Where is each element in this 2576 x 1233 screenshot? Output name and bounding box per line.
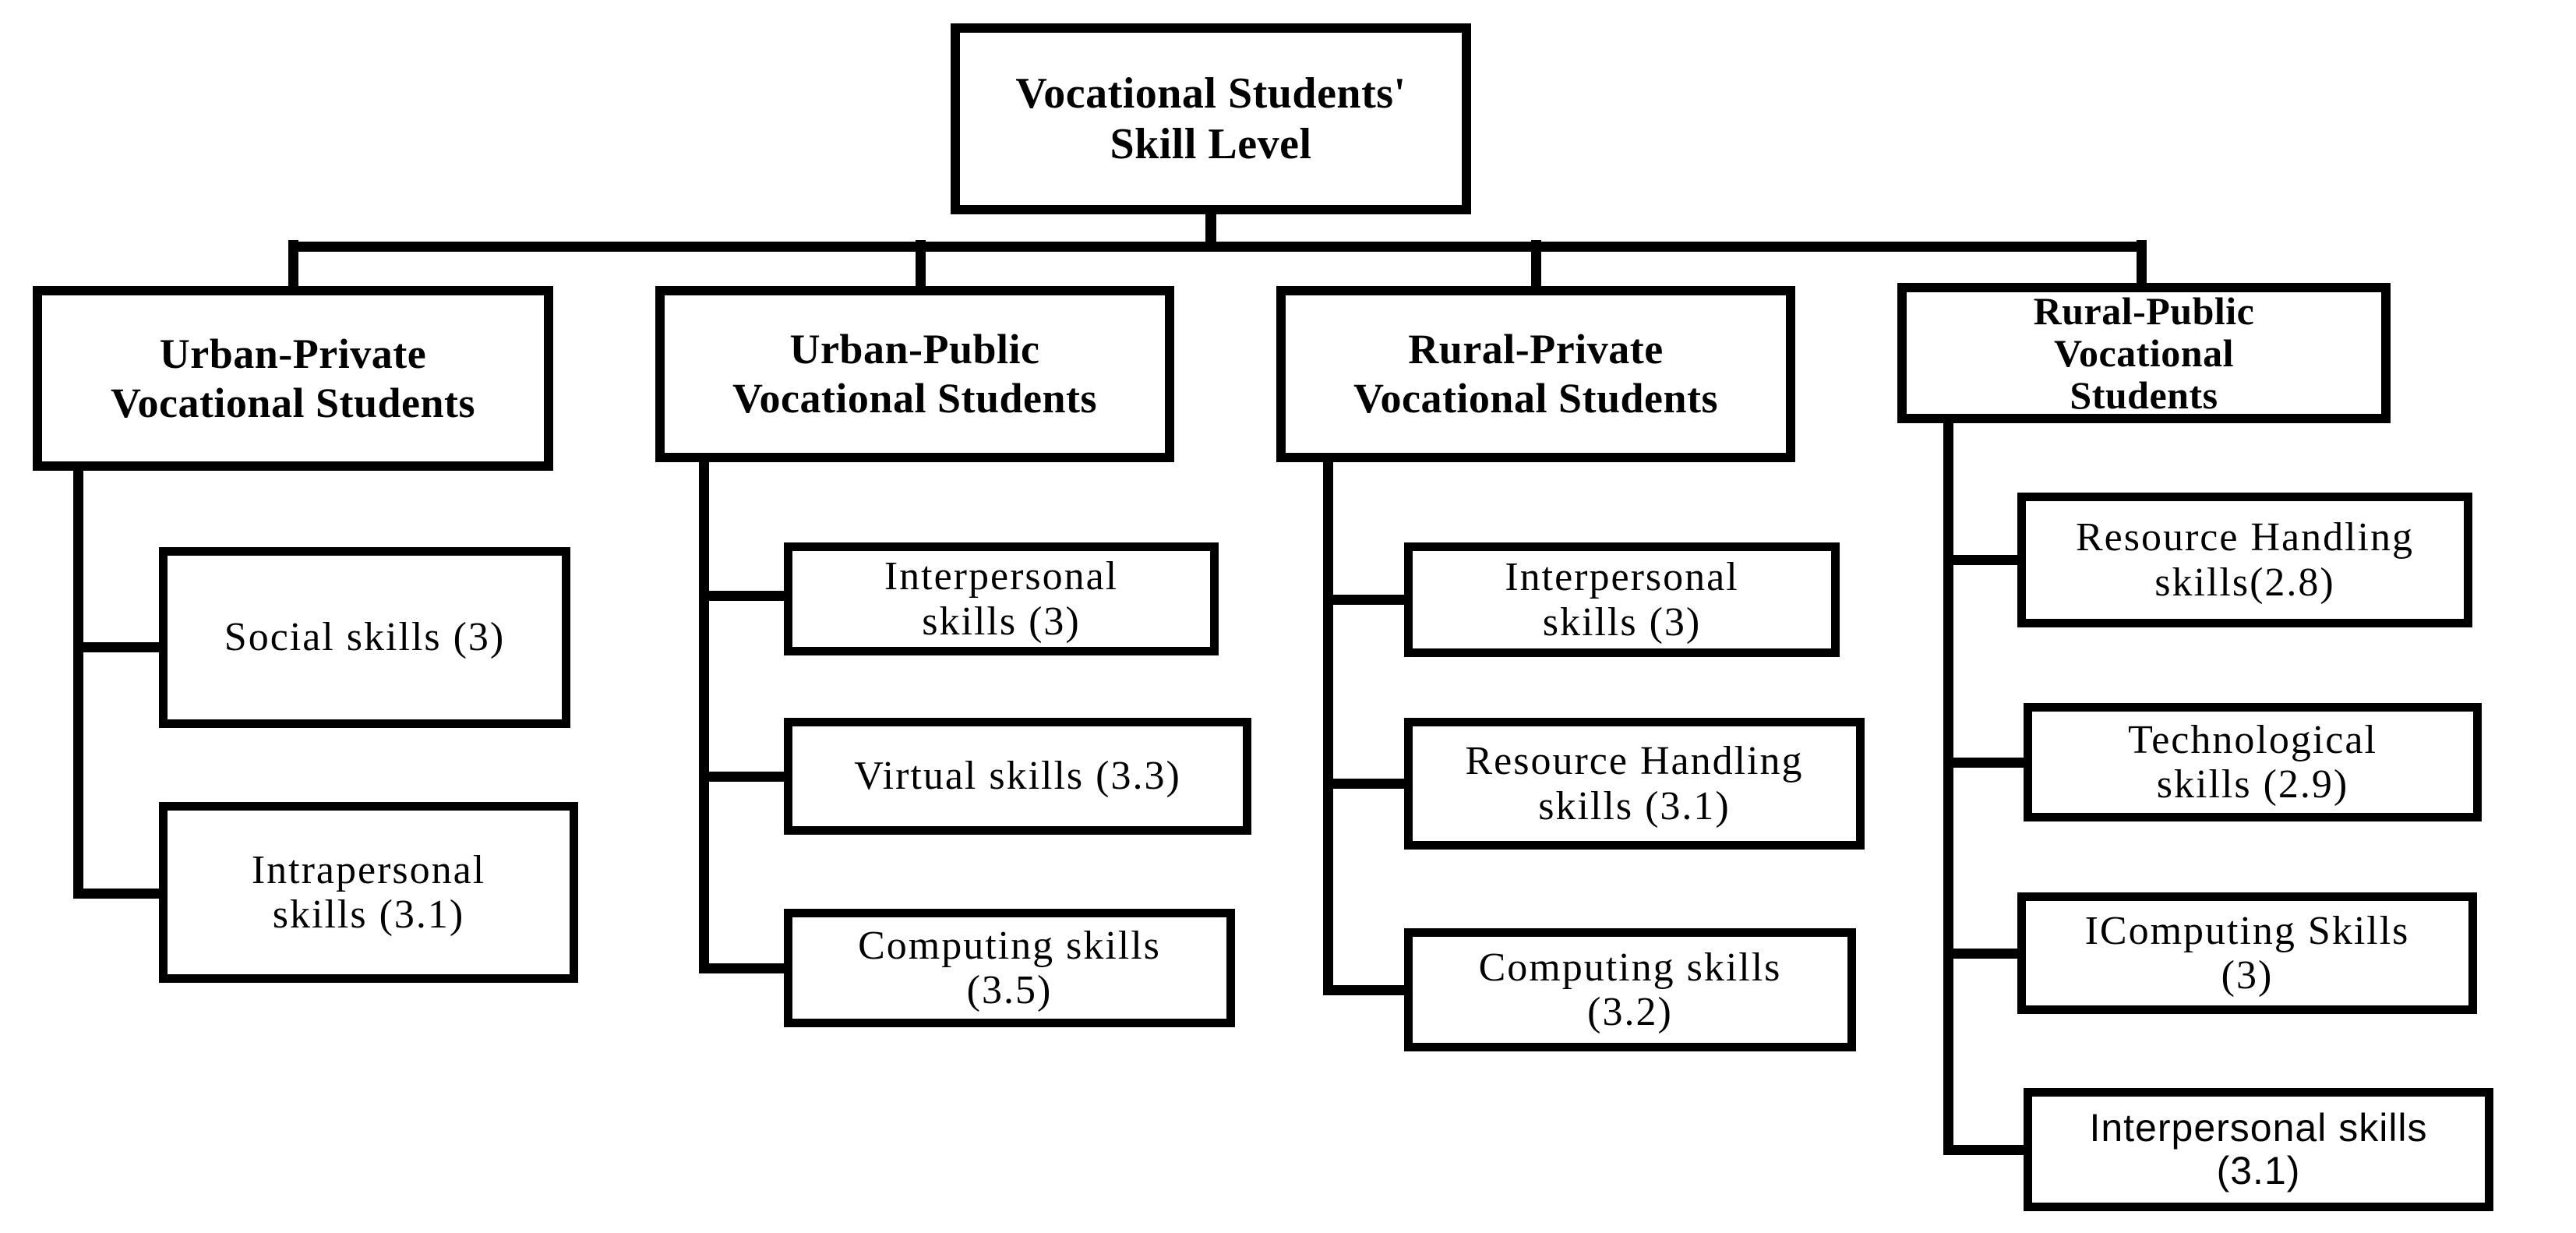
child-label: Computing skills (3.5): [858, 923, 1161, 1012]
branch-node-urban-public: Urban-Public Vocational Students: [655, 286, 1174, 462]
branch-node-urban-private: Urban-Private Vocational Students: [33, 286, 553, 471]
child-label: Technological skills (2.9): [2128, 717, 2377, 807]
connector-stub-2-2: [699, 772, 788, 782]
connector-stub-4-1: [1943, 555, 2021, 565]
root-node-label: Vocational Students' Skill Level: [1015, 69, 1406, 168]
connector-stub-4-2: [1943, 758, 2027, 768]
connector-stub-3-1: [1323, 595, 1408, 605]
connector-drop-branch-1: [288, 240, 298, 288]
child-node-interpersonal-skills-rp: Interpersonal skills (3): [1404, 542, 1840, 657]
connector-spine-branch-3: [1323, 460, 1333, 995]
branch-label: Rural-Public Vocational Students: [2033, 289, 2255, 417]
connector-stub-1-2: [73, 889, 163, 899]
connector-stub-2-1: [699, 591, 788, 601]
child-label: Virtual skills (3.3): [854, 754, 1181, 799]
connector-spine-branch-1: [73, 468, 83, 899]
child-node-social-skills: Social skills (3): [159, 547, 570, 728]
child-label: IComputing Skills (3): [2084, 908, 2410, 998]
child-label: Social skills (3): [224, 615, 506, 660]
connector-spine-branch-2: [699, 460, 709, 973]
connector-stub-3-3: [1323, 985, 1408, 995]
child-node-resource-handling-skills-rpub: Resource Handling skills(2.8): [2017, 493, 2472, 627]
connector-stub-3-2: [1323, 779, 1408, 789]
branch-label: Urban-Public Vocational Students: [732, 326, 1098, 422]
child-label: Resource Handling skills(2.8): [2075, 515, 2414, 605]
child-node-icomputing-skills: IComputing Skills (3): [2017, 892, 2477, 1014]
connector-stub-2-3: [699, 963, 788, 973]
connector-stub-1-1: [73, 642, 163, 652]
child-node-virtual-skills: Virtual skills (3.3): [784, 718, 1251, 835]
child-node-computing-skills-rp: Computing skills (3.2): [1404, 928, 1856, 1051]
child-label: Interpersonal skills (3.1): [2089, 1106, 2428, 1192]
branch-label: Rural-Private Vocational Students: [1353, 326, 1719, 422]
branch-label: Urban-Private Vocational Students: [110, 330, 476, 426]
connector-drop-branch-3: [1531, 240, 1541, 288]
branch-node-rural-private: Rural-Private Vocational Students: [1276, 286, 1795, 462]
child-label: Computing skills (3.2): [1478, 945, 1782, 1034]
child-label: Interpersonal skills (3): [1505, 555, 1739, 645]
branch-node-rural-public: Rural-Public Vocational Students: [1897, 283, 2391, 423]
child-label: Interpersonal skills (3): [884, 554, 1119, 644]
child-node-resource-handling-skills-rp: Resource Handling skills (3.1): [1404, 718, 1865, 850]
connector-drop-branch-2: [916, 240, 926, 288]
connector-drop-branch-4: [2137, 240, 2147, 285]
child-label: Resource Handling skills (3.1): [1465, 739, 1804, 828]
child-node-interpersonal-skills-up: Interpersonal skills (3): [784, 542, 1219, 655]
connector-trunk: [288, 242, 2147, 252]
child-label: Intrapersonal skills (3.1): [251, 847, 486, 937]
root-node: Vocational Students' Skill Level: [951, 23, 1471, 214]
child-node-technological-skills: Technological skills (2.9): [2024, 703, 2482, 821]
child-node-computing-skills-up: Computing skills (3.5): [784, 909, 1235, 1027]
child-node-intrapersonal-skills: Intrapersonal skills (3.1): [159, 802, 578, 983]
child-node-interpersonal-skills-rpub: Interpersonal skills (3.1): [2024, 1088, 2493, 1211]
connector-root-drop: [1205, 210, 1216, 246]
connector-stub-4-3: [1943, 949, 2021, 959]
connector-stub-4-4: [1943, 1145, 2027, 1155]
connector-spine-branch-4: [1943, 421, 1953, 1155]
